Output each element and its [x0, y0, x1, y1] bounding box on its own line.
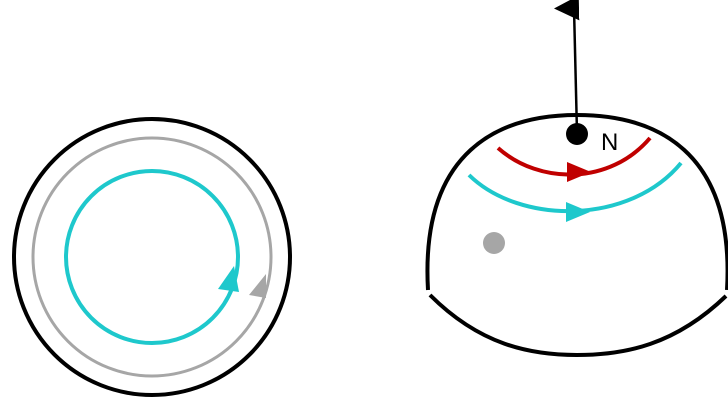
outer-orbit-arrowhead-icon	[249, 274, 266, 298]
hemisphere-view: N	[427, 8, 727, 355]
equatorial-orbit-arrowhead-icon	[566, 202, 590, 222]
north-orbit-arrowhead-icon	[567, 162, 591, 182]
outer-boundary-circle	[14, 119, 290, 395]
north-pole-label: N	[601, 129, 618, 156]
outer-orbit-circle	[33, 138, 271, 376]
hemisphere-base-curve	[430, 295, 726, 355]
north-pole-dot	[566, 123, 588, 145]
inner-orbit-circle	[66, 171, 238, 343]
top-view	[14, 119, 290, 395]
gray-point-dot	[483, 232, 505, 254]
